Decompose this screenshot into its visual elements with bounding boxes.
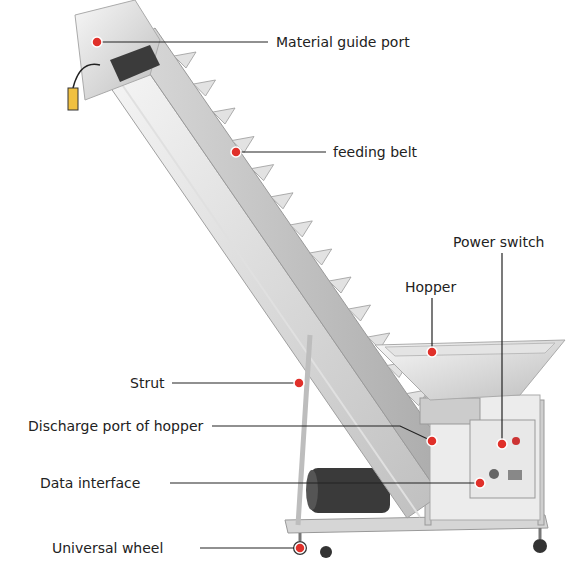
panel-edge — [112, 70, 420, 517]
leader-line — [501, 253, 502, 444]
hopper — [375, 340, 565, 400]
callout-dot — [475, 478, 485, 488]
leader-lines — [97, 42, 502, 548]
connector-port — [508, 470, 522, 480]
caster-wheel — [320, 546, 332, 558]
part-label: Power switch — [453, 233, 544, 251]
callout-dot — [231, 147, 241, 157]
part-label: Universal wheel — [52, 539, 163, 557]
caster-stem — [539, 528, 542, 539]
hopper-rim — [385, 343, 555, 356]
switch-button — [512, 437, 520, 445]
guide-head — [75, 0, 160, 100]
caster-wheel — [293, 541, 307, 555]
guide-chute — [110, 45, 160, 82]
callout-dot — [92, 37, 102, 47]
leader-line — [97, 41, 268, 42]
caster-stem — [299, 533, 302, 541]
part-label: feeding belt — [333, 143, 417, 161]
part-label: Data interface — [40, 474, 140, 492]
motor-end — [306, 470, 318, 510]
callout-dots — [92, 37, 507, 553]
sensor-wire — [73, 64, 100, 88]
leader-line — [431, 298, 432, 352]
sensor — [68, 88, 78, 110]
leader-line — [200, 547, 300, 548]
strut-rod — [298, 335, 310, 525]
indicator — [489, 469, 499, 479]
part-label: Discharge port of hopper — [28, 417, 203, 435]
leader-line — [170, 482, 480, 483]
callout-dot — [427, 347, 437, 357]
callout-dot — [497, 439, 507, 449]
part-label: Strut — [130, 374, 165, 392]
callout-dot — [427, 436, 437, 446]
leader-line — [236, 151, 326, 152]
conveyor-side-panel — [97, 45, 440, 518]
callout-dot — [295, 543, 305, 553]
caster-wheel — [533, 539, 547, 553]
leader-line — [172, 382, 299, 383]
callout-dot — [294, 378, 304, 388]
part-label: Hopper — [405, 278, 456, 296]
part-label: Material guide port — [276, 33, 410, 51]
leader-line — [212, 426, 432, 441]
